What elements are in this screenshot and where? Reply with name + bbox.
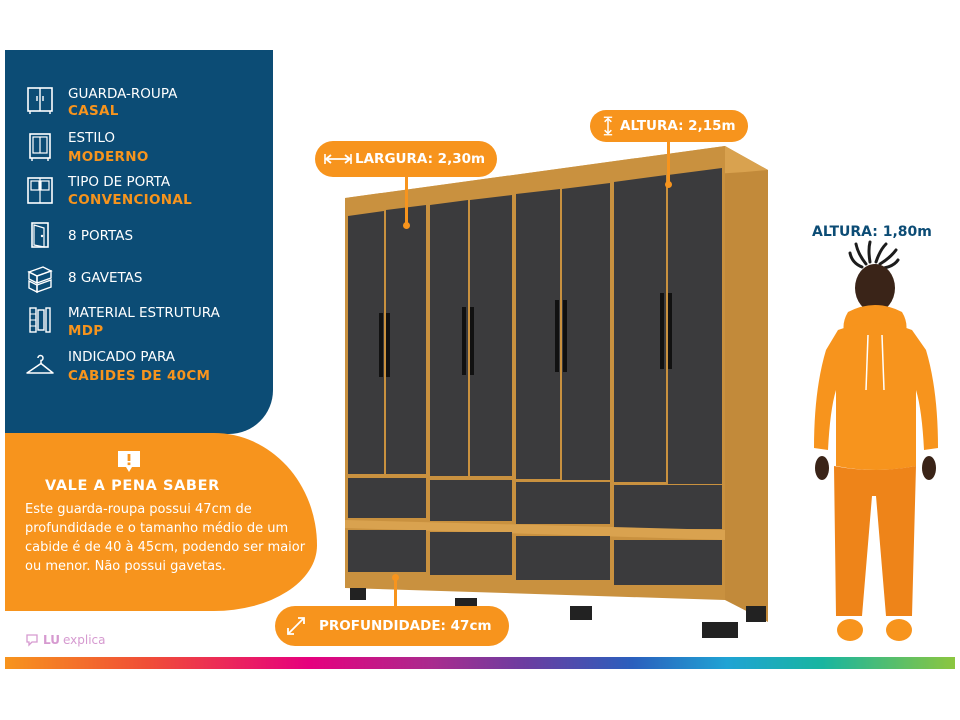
height-label: ALTURA: 2,15m (620, 118, 736, 134)
person-hand (922, 456, 936, 480)
person-head (855, 264, 895, 312)
style-cabinet-icon (29, 133, 51, 161)
chat-bubble-icon (26, 634, 38, 647)
wardrobe-door (614, 175, 666, 482)
wardrobe-handle (386, 313, 390, 377)
wardrobe-side-panel (725, 146, 768, 622)
height-leader-dot (665, 181, 672, 188)
person-shoe (837, 619, 863, 641)
wardrobe-drawer (430, 480, 512, 521)
wardrobe-drawer (348, 478, 426, 518)
spec-panel: GUARDA-ROUPA CASAL ESTILO MODERNO TIPO D… (5, 50, 273, 434)
wardrobe-handles (379, 293, 672, 377)
wardrobe-foot (570, 606, 592, 620)
spec-label: MATERIAL ESTRUTURA (68, 305, 220, 321)
horizontal-arrows-icon (324, 154, 352, 164)
hanger-icon (26, 354, 54, 374)
wardrobe-handle (379, 313, 383, 377)
wardrobe-foot (702, 622, 738, 638)
depth-leader-dot (392, 574, 399, 581)
tip-title: VALE A PENA SABER (45, 478, 220, 494)
tip-panel: VALE A PENA SABER Este guarda-roupa poss… (5, 433, 317, 611)
brand-logo: LU explica (25, 633, 105, 647)
panel-material-icon (29, 307, 51, 333)
person-height-label: ALTURA: 1,80m (812, 224, 932, 240)
spec-value: MODERNO (68, 149, 149, 165)
spec-value: CASAL (68, 103, 119, 119)
wardrobe-drawer (430, 532, 512, 575)
warning-bubble-icon (118, 451, 140, 472)
wardrobe-foot (350, 588, 366, 600)
wardrobe-door (348, 211, 384, 474)
depth-label: PROFUNDIDADE: 47cm (319, 618, 492, 634)
spec-label: TIPO DE PORTA (68, 174, 171, 190)
wardrobe-drawer (348, 530, 426, 572)
spec-label: GUARDA-ROUPA (68, 86, 178, 102)
wardrobe-door (386, 205, 426, 474)
depth-leader-line (394, 578, 397, 608)
spec-value: CONVENCIONAL (68, 192, 193, 208)
person-hoodie (814, 323, 938, 470)
wardrobe-drawers-lower (348, 530, 722, 585)
spec-label: 8 GAVETAS (68, 270, 143, 286)
wardrobe-handle (668, 293, 672, 369)
spec-value: CABIDES DE 40CM (68, 368, 211, 384)
wardrobe-drawer (614, 485, 722, 529)
person-pants (834, 466, 916, 616)
height-callout: ALTURA: 2,15m (590, 110, 748, 142)
person-illustration (814, 240, 938, 641)
spec-label: ESTILO (68, 130, 115, 146)
wardrobe-illustration (345, 146, 768, 638)
rainbow-bar (5, 657, 955, 669)
brand-suffix: explica (62, 633, 106, 647)
wardrobe-door (668, 168, 722, 484)
wardrobe-doors (348, 168, 722, 484)
wardrobe-door (470, 195, 512, 476)
diagonal-arrows-icon (287, 617, 305, 635)
width-callout: LARGURA: 2,30m (315, 141, 497, 177)
person-shoe (886, 619, 912, 641)
spec-label: INDICADO PARA (68, 349, 176, 365)
wardrobe-door (430, 200, 468, 476)
person-hair (848, 240, 900, 270)
hoodie-drawstring (865, 334, 869, 391)
person-hand (815, 456, 829, 480)
spec-value: MDP (68, 323, 104, 339)
door-icon (31, 222, 49, 248)
wardrobe-handle (470, 307, 474, 375)
width-leader-dot (403, 222, 410, 229)
wardrobe-drawer (614, 540, 722, 585)
vertical-arrows-icon (603, 116, 613, 136)
wardrobe-icon (27, 87, 53, 114)
wardrobe-foot (746, 606, 766, 622)
wardrobe-handle (555, 300, 559, 372)
wardrobe-door (516, 189, 560, 479)
tip-text: Este guarda-roupa possui 47cm de profund… (25, 502, 306, 574)
drawer-icon (27, 266, 53, 294)
wardrobe-handle (563, 300, 567, 372)
wardrobe-door (562, 183, 610, 480)
width-label: LARGURA: 2,30m (355, 151, 486, 167)
wardrobe-drawers-upper (348, 478, 722, 529)
brand-name: LU (43, 633, 60, 647)
wardrobe-drawer (516, 536, 610, 580)
height-leader-line (667, 140, 670, 184)
door-type-icon (27, 177, 53, 204)
hoodie-drawstring (881, 334, 885, 391)
wardrobe-feet (350, 588, 766, 638)
spec-label: 8 PORTAS (68, 228, 134, 244)
width-leader-line (405, 176, 408, 224)
wardrobe-handle (660, 293, 664, 369)
wardrobe-foot (455, 598, 477, 606)
wardrobe-shelf (345, 520, 725, 540)
wardrobe-drawer (516, 482, 610, 524)
wardrobe-handle (462, 307, 466, 375)
depth-callout: PROFUNDIDADE: 47cm (275, 606, 509, 646)
